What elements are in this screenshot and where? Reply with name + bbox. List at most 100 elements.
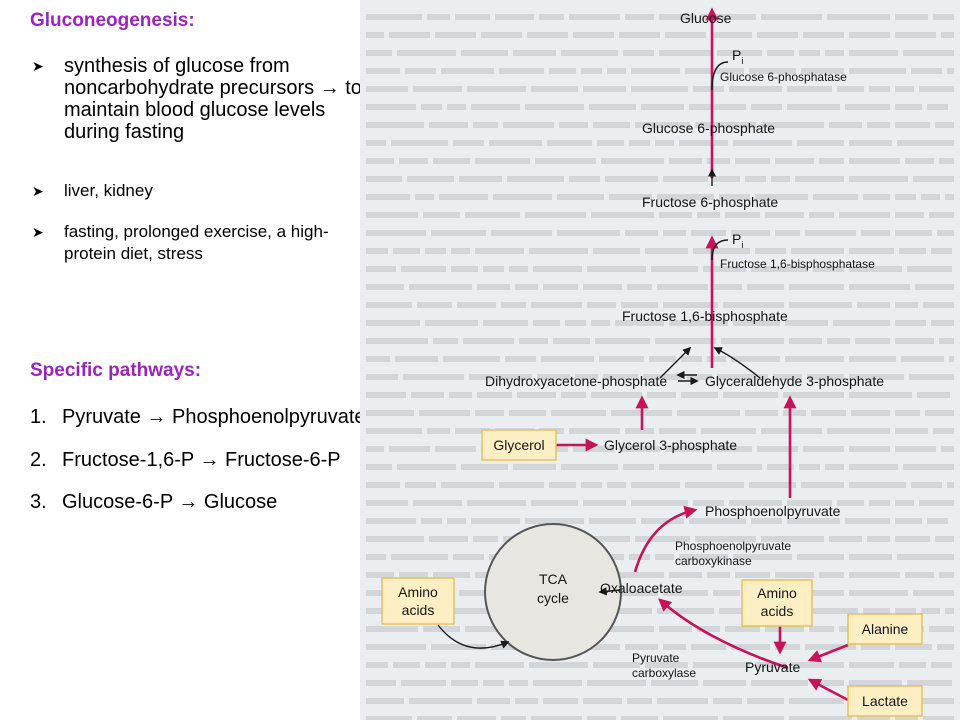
bullet-organs: ➤ liver, kidney: [32, 180, 432, 202]
bullet-line: liver, kidney: [64, 181, 153, 200]
faded-text-stroke: [697, 626, 720, 632]
pi-sub: i: [741, 240, 743, 250]
faded-text-stroke: [939, 158, 954, 164]
faded-text-stroke: [905, 572, 934, 578]
faded-text-stroke: [435, 32, 476, 38]
faded-text-stroke: [593, 536, 630, 542]
faded-text-stroke: [803, 32, 844, 38]
glucose-label: Glucose: [680, 10, 732, 26]
faded-text-stroke: [483, 320, 528, 326]
faded-text-stroke: [895, 302, 918, 308]
faded-text-stroke: [607, 482, 626, 488]
faded-text-stroke: [789, 698, 844, 704]
faded-text-stroke: [553, 338, 590, 344]
faded-text-stroke: [391, 140, 448, 146]
faded-text-stroke: [547, 140, 592, 146]
faded-text-stroke: [849, 140, 892, 146]
faded-text-stroke: [366, 536, 424, 542]
faded-text-stroke: [949, 356, 954, 362]
faded-text-stroke: [691, 230, 726, 236]
pepck-label-2: carboxykinase: [675, 554, 752, 568]
faded-text-stroke: [855, 338, 890, 344]
faded-text-stroke: [895, 104, 922, 110]
faded-text-stroke: [603, 374, 638, 380]
faded-text-stroke: [945, 194, 954, 200]
faded-text-stroke: [723, 716, 784, 720]
faded-text-stroke: [509, 266, 528, 272]
step-text: Pyruvate → Phosphoenolpyruvate: [62, 406, 366, 428]
amino-acids-right-line1: Amino: [757, 585, 797, 601]
faded-text-stroke: [366, 662, 388, 668]
faded-text-stroke: [945, 608, 954, 614]
faded-text-stroke: [657, 284, 708, 290]
faded-text-stroke: [627, 284, 652, 290]
faded-text-stroke: [895, 608, 916, 614]
lactate-box-label: Lactate: [862, 693, 908, 709]
faded-text-stroke: [789, 716, 852, 720]
step-number: 1.: [30, 406, 47, 428]
faded-text-stroke: [863, 194, 890, 200]
faded-text-stroke: [659, 464, 712, 470]
faded-text-stroke: [751, 680, 808, 686]
glycerol-3-phosphate-label: Glycerol 3-phosphate: [604, 437, 737, 453]
faded-text-stroke: [719, 194, 750, 200]
faded-text-stroke: [895, 320, 926, 326]
faded-text-stroke: [757, 446, 798, 452]
faded-text-stroke: [767, 50, 794, 56]
pathway-step: 3.Glucose-6-P → Glucose: [30, 490, 450, 514]
faded-text-stroke: [421, 518, 442, 524]
faded-text-stroke: [809, 212, 834, 218]
alanine-box-label: Alanine: [862, 621, 909, 637]
pi-p: P: [732, 47, 741, 63]
faded-text-stroke: [807, 374, 844, 380]
faded-text-stroke: [427, 428, 450, 434]
faded-text-stroke: [631, 68, 680, 74]
faded-text-stroke: [791, 662, 844, 668]
faded-text-stroke: [691, 644, 726, 650]
faded-text-stroke: [451, 266, 478, 272]
faded-text-stroke: [619, 32, 660, 38]
faded-text-stroke: [501, 716, 526, 720]
faded-text-stroke: [895, 536, 930, 542]
faded-text-stroke: [451, 248, 470, 254]
faded-text-stroke: [703, 680, 746, 686]
faded-text-stroke: [895, 716, 918, 720]
faded-text-stroke: [917, 392, 950, 398]
faded-text-stroke: [729, 86, 782, 92]
faded-text-stroke: [747, 284, 784, 290]
faded-text-stroke: [631, 482, 680, 488]
faded-text-stroke: [813, 680, 844, 686]
faded-text-stroke: [665, 446, 706, 452]
faded-text-stroke: [947, 482, 954, 488]
faded-text-stroke: [929, 212, 954, 218]
faded-text-stroke: [417, 302, 452, 308]
faded-text-stroke: [451, 680, 478, 686]
faded-text-stroke: [811, 410, 846, 416]
pep-label: Phosphoenolpyruvate: [705, 503, 841, 519]
faded-text-stroke: [549, 482, 576, 488]
faded-text-stroke: [685, 482, 744, 488]
faded-text-stroke: [623, 50, 654, 56]
faded-text-stroke: [837, 86, 864, 92]
faded-text-stroke: [509, 410, 546, 416]
faded-text-stroke: [663, 590, 708, 596]
arrowhead-bullet-icon: ➤: [32, 58, 44, 74]
amino-acids-left-line2: acids: [402, 602, 435, 618]
faded-text-stroke: [655, 140, 674, 146]
faded-text-stroke: [775, 230, 800, 236]
faded-text-stroke: [366, 68, 400, 74]
specific-pathways-heading: Specific pathways:: [30, 360, 202, 381]
faded-text-stroke: [903, 464, 954, 470]
faded-text-stroke: [659, 50, 712, 56]
faded-text-stroke: [593, 122, 630, 128]
faded-text-stroke: [569, 428, 620, 434]
step-number: 3.: [30, 491, 47, 513]
faded-text-stroke: [399, 158, 428, 164]
faded-text-stroke: [625, 230, 658, 236]
faded-text-stroke: [403, 374, 464, 380]
faded-text-stroke: [711, 446, 752, 452]
faded-text-stroke: [651, 266, 698, 272]
pyruvate-carboxylase-label-2: carboxylase: [632, 666, 696, 680]
faded-text-stroke: [911, 482, 942, 488]
faded-text-stroke: [477, 698, 510, 704]
